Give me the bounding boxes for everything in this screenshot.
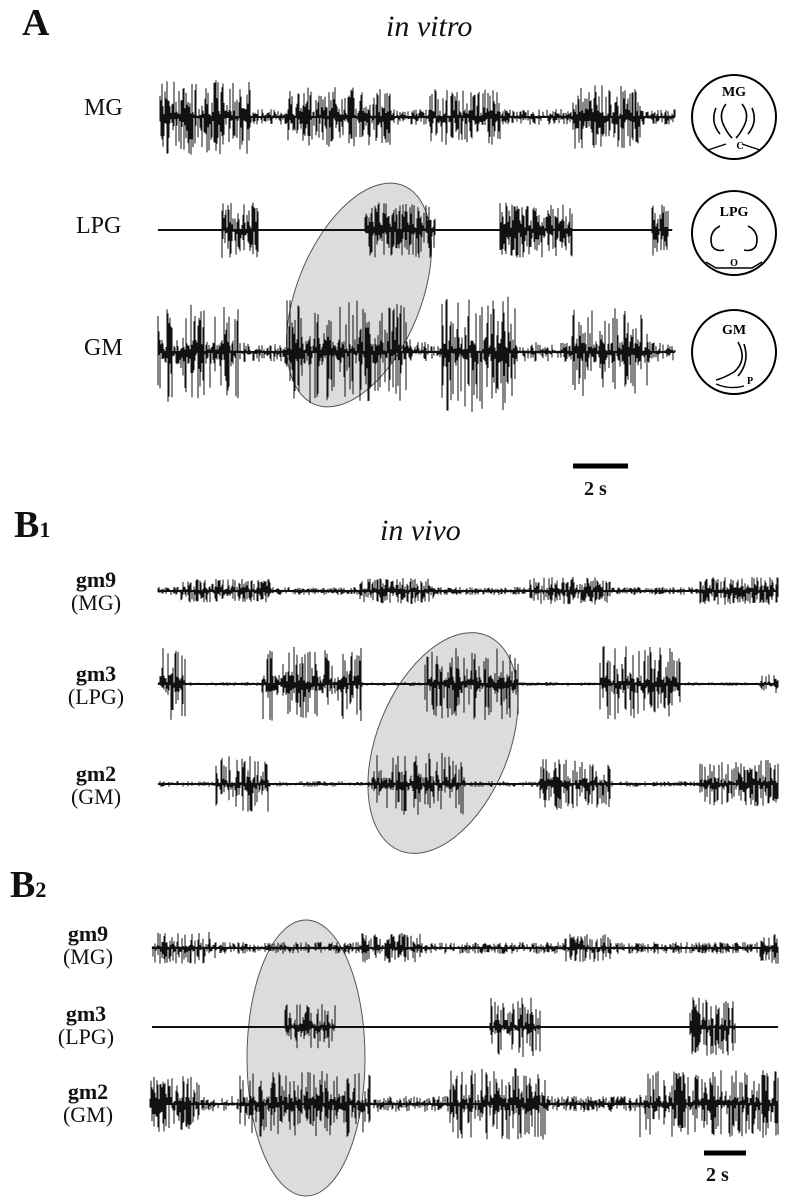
panel-b1-letter-main: B	[14, 504, 40, 546]
schematic-mg-mark: C	[736, 141, 743, 152]
trace-a-mg	[159, 80, 676, 155]
trace-layer	[149, 80, 779, 1140]
trace-label-b1-gm2-name: gm2	[75, 761, 117, 786]
trace-label-lpg: LPG	[76, 213, 122, 239]
trace-b2-gm2	[149, 1068, 779, 1140]
trace-label-b2-gm9-gloss: (MG)	[62, 944, 114, 970]
schematic-gm-icon: GM P	[691, 309, 777, 395]
panel-b2-subscript: 2	[35, 877, 47, 902]
schematic-mg-icon: MG C	[691, 74, 777, 160]
trace-label-b1-gm3-gloss: (LPG)	[67, 684, 125, 710]
trace-label-b1-gm9-gloss: (MG)	[70, 590, 122, 616]
scalebar-a-label: 2 s	[584, 478, 607, 500]
trace-b2-gm9	[151, 932, 779, 964]
trace-label-b2-gm2-name: gm2	[67, 1079, 109, 1104]
trace-label-gm: GM	[84, 335, 123, 361]
trace-b1-gm3	[157, 646, 779, 722]
schematic-gm-mark: P	[747, 376, 753, 387]
phase-highlight-b1	[367, 632, 519, 854]
trace-label-b2-gm3-name: gm3	[65, 1001, 107, 1026]
schematic-lpg-title: LPG	[720, 205, 749, 220]
schematic-lpg-mark: O	[730, 258, 738, 269]
panel-a-condition: in vitro	[386, 10, 473, 43]
panel-a-letter: A	[22, 2, 50, 44]
phase-highlight-a	[285, 182, 433, 408]
trace-label-b2-gm3-gloss: (LPG)	[57, 1024, 115, 1050]
trace-label-b1-gm2: gm2 (GM)	[56, 762, 136, 808]
trace-label-b1-gm9: gm9 (MG)	[56, 568, 136, 614]
trace-label-b1-gm3: gm3 (LPG)	[46, 662, 146, 708]
trace-label-mg: MG	[84, 95, 123, 121]
schematic-lpg-icon: LPG O	[691, 190, 777, 276]
trace-label-b2-gm9-name: gm9	[67, 921, 109, 946]
trace-b1-gm9	[157, 577, 779, 605]
schematic-mg-title: MG	[722, 85, 746, 100]
panel-b1-subscript: 1	[39, 517, 51, 542]
schematic-gm-title: GM	[722, 323, 746, 338]
trace-label-b2-gm2-gloss: (GM)	[62, 1102, 114, 1128]
trace-label-b2-gm2: gm2 (GM)	[48, 1080, 128, 1126]
panel-b2-letter: B2	[10, 866, 46, 904]
panel-b1-condition: in vivo	[380, 514, 461, 547]
trace-b1-gm2	[157, 753, 779, 815]
trace-b2-gm3	[151, 997, 779, 1057]
trace-label-b1-gm2-gloss: (GM)	[70, 784, 122, 810]
trace-label-b1-gm3-name: gm3	[75, 661, 117, 686]
trace-label-b2-gm9: gm9 (MG)	[48, 922, 128, 968]
phase-highlight-b2	[246, 919, 366, 1197]
panel-b1-letter: B1	[14, 506, 50, 544]
scalebar-b2-label: 2 s	[706, 1164, 729, 1186]
panel-b2-letter-main: B	[10, 864, 36, 906]
trace-a-lpg	[157, 202, 673, 258]
trace-a-gm	[157, 296, 676, 412]
trace-label-b2-gm3: gm3 (LPG)	[36, 1002, 136, 1048]
trace-label-b1-gm9-name: gm9	[75, 567, 117, 592]
